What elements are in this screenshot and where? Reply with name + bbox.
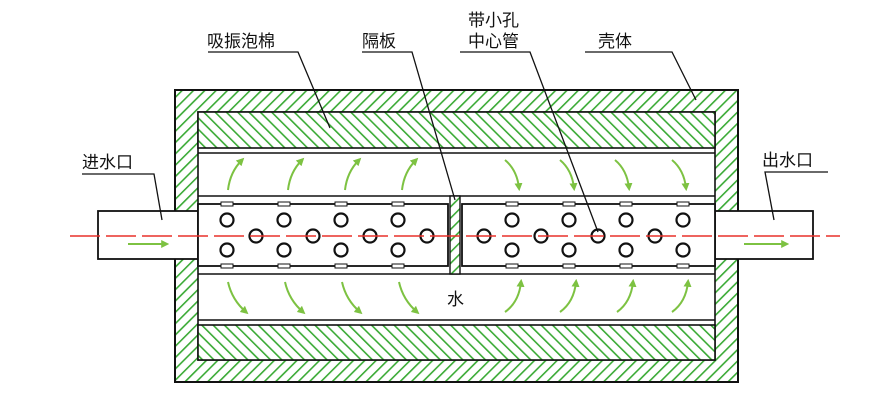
pipe-hole [390,212,406,228]
flow-arrow-up [671,278,692,313]
leader-inlet [82,173,163,221]
diagram-labels: 吸振泡棉 隔板 带小孔 中心管 壳体 进水口 出水口 水 [82,11,813,310]
flow-arrow-up [287,157,305,191]
baffle-plate [449,195,461,275]
flow-arrow-up [227,157,245,191]
pipe-hole [618,242,634,258]
hole-stub [676,201,690,207]
foam-layers [197,111,716,361]
pipe-hole [561,212,577,228]
label-shell: 壳体 [598,32,632,52]
foam-top [197,111,716,149]
pipe-hole [276,212,292,228]
outlet-pipe [714,210,814,260]
pipe-hole [504,242,520,258]
water-flow-arrows [128,157,790,315]
pipe-holes [219,201,691,269]
hole-stub [334,263,348,269]
hole-stub [220,201,234,207]
pipe-hole [675,212,691,228]
hole-stub [505,201,519,207]
flow-arrow-up [559,278,580,313]
hole-stub [505,263,519,269]
leader-shell [585,51,697,101]
leader-lines [82,51,828,233]
foam-bottom [197,324,716,361]
hole-stub [562,263,576,269]
pipe-hole [276,242,292,258]
flow-arrow-up [401,157,419,191]
flow-arrow-down [559,159,578,192]
label-baffle: 隔板 [362,32,396,52]
center-pipe-right [461,203,716,267]
leader-outlet [764,171,828,221]
pipe-hole [219,242,235,258]
leader-baffle [362,51,456,201]
pipe-hole [618,212,634,228]
flow-arrow-down [341,281,363,315]
hole-stub [676,263,690,269]
pipe-hole [333,242,349,258]
label-inlet: 进水口 [82,153,133,173]
center-pipe-left [197,203,449,267]
hole-stub [277,263,291,269]
pipe-hole [504,212,520,228]
label-foam: 吸振泡棉 [207,32,275,52]
label-pipe-line2: 中心管 [468,32,519,52]
hole-stub [334,201,348,207]
hole-stub [220,263,234,269]
flow-arrow-up [504,278,525,313]
flow-arrow-up [616,278,637,313]
flow-arrow-down [227,281,249,315]
pipe-hole [675,242,691,258]
inlet-pipe [97,210,199,260]
pipe-hole [219,212,235,228]
flow-arrow-down [671,159,690,192]
hole-stub [277,201,291,207]
flow-arrow-down [614,159,633,192]
label-water: 水 [447,290,464,310]
hole-stub [619,201,633,207]
pipe-hole [390,242,406,258]
pipe-hole [333,212,349,228]
hole-stub [391,201,405,207]
flow-arrow-down [504,159,523,192]
label-outlet: 出水口 [762,151,813,171]
leader-pipe [460,51,599,233]
hole-stub [619,263,633,269]
flow-arrow-down [284,281,306,315]
leader-foam [208,51,331,129]
hole-stub [391,263,405,269]
perforated-center-pipe [197,203,716,267]
label-pipe-line1: 带小孔 [468,11,519,31]
pipe-hole [561,242,577,258]
hole-stub [562,201,576,207]
flow-arrow-up [344,157,362,191]
flow-arrow-down [398,281,420,315]
